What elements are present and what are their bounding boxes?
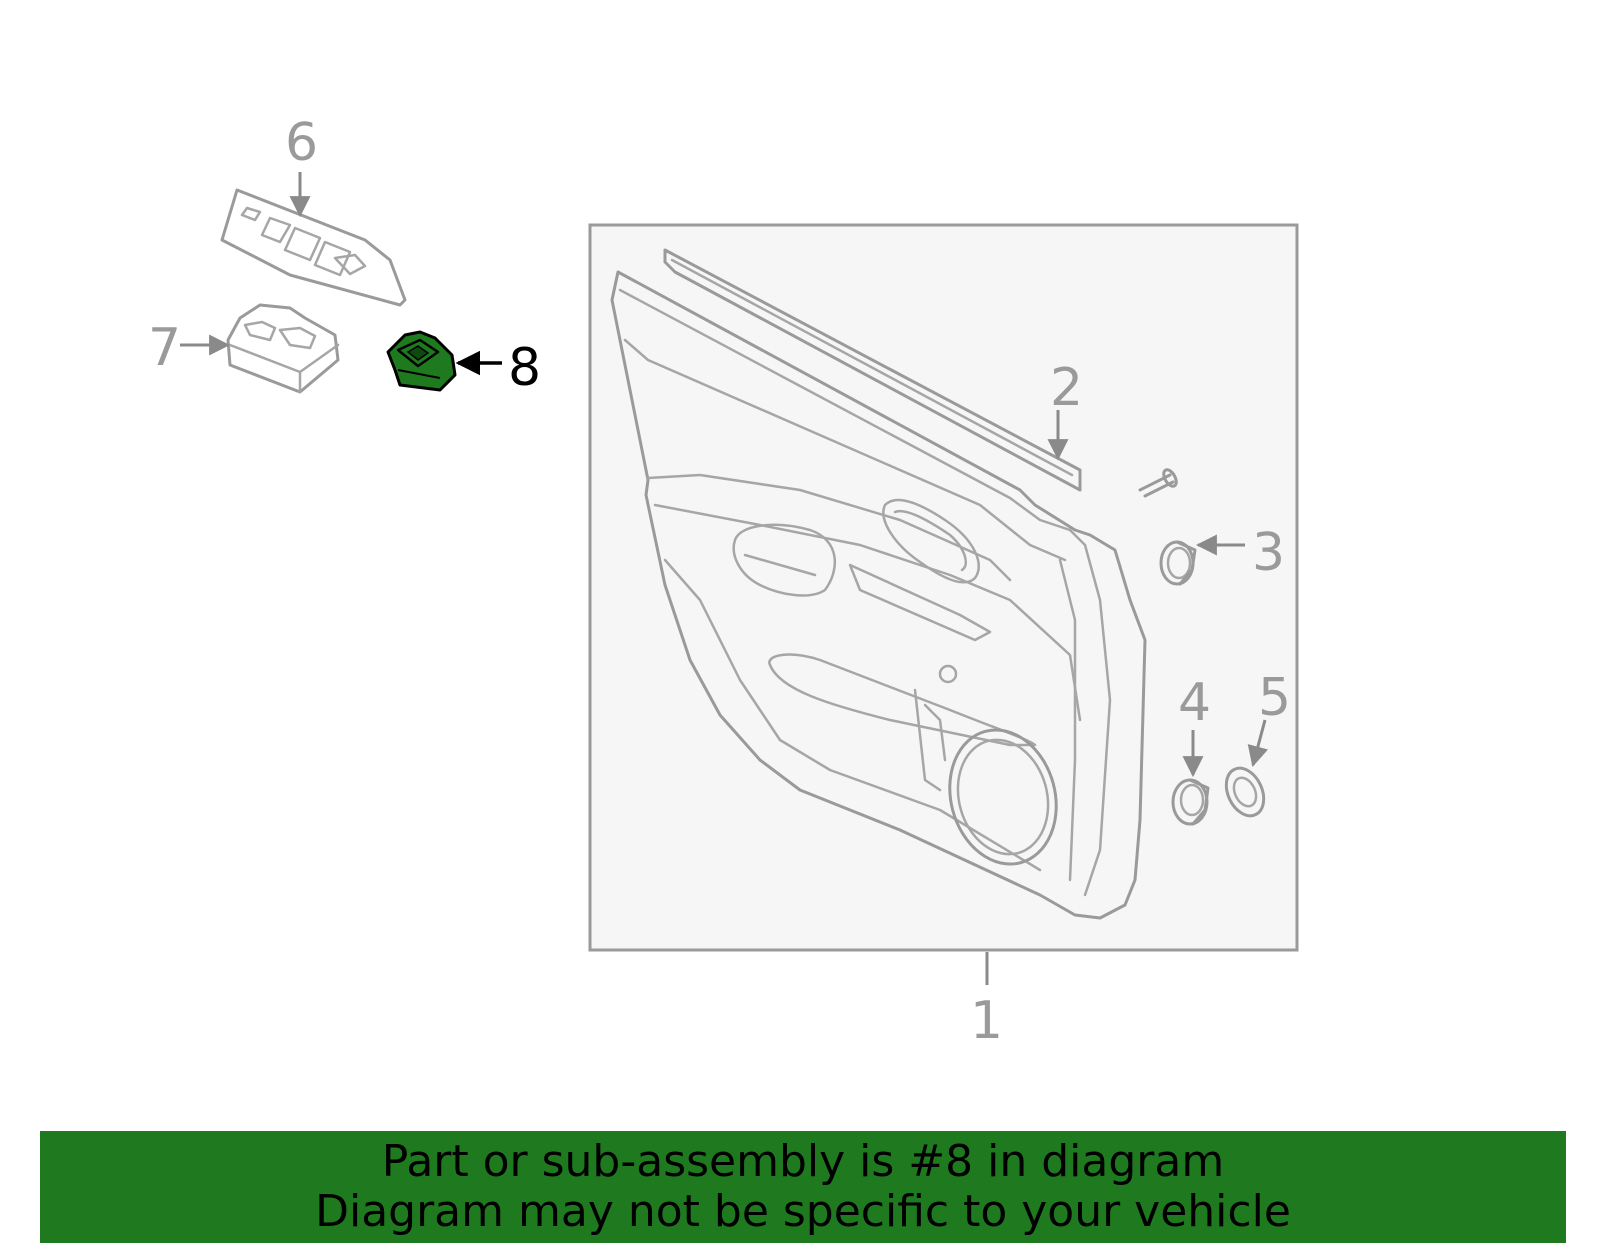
- callout-2: 2: [1050, 358, 1083, 418]
- banner-line-1: Part or sub-assembly is #8 in diagram: [381, 1136, 1225, 1187]
- callout-1: 1: [970, 991, 1003, 1051]
- switch-bezel-part-6: [220, 188, 407, 307]
- info-banner: Part or sub-assembly is #8 in diagram Di…: [40, 1131, 1566, 1243]
- callout-3: 3: [1252, 523, 1285, 583]
- power-window-switch-part-8[interactable]: [386, 330, 457, 392]
- callout-6: 6: [285, 113, 318, 173]
- door-trim-panel: [610, 270, 1147, 920]
- weatherstrip: [663, 248, 1082, 492]
- callout-5: 5: [1258, 668, 1291, 728]
- banner-line-2: Diagram may not be specific to your vehi…: [315, 1186, 1291, 1237]
- callout-4: 4: [1178, 673, 1211, 733]
- clip-part-4: [1171, 778, 1210, 826]
- screw: [1138, 468, 1178, 498]
- callout-8[interactable]: 8: [508, 338, 541, 398]
- clip-part-3: [1159, 540, 1197, 586]
- door-panel-frame: [588, 223, 1299, 952]
- leader-5: [1247, 719, 1269, 768]
- window-switch-part-7: [226, 303, 340, 394]
- callout-7: 7: [148, 318, 181, 378]
- grommet-part-5: [1224, 766, 1266, 818]
